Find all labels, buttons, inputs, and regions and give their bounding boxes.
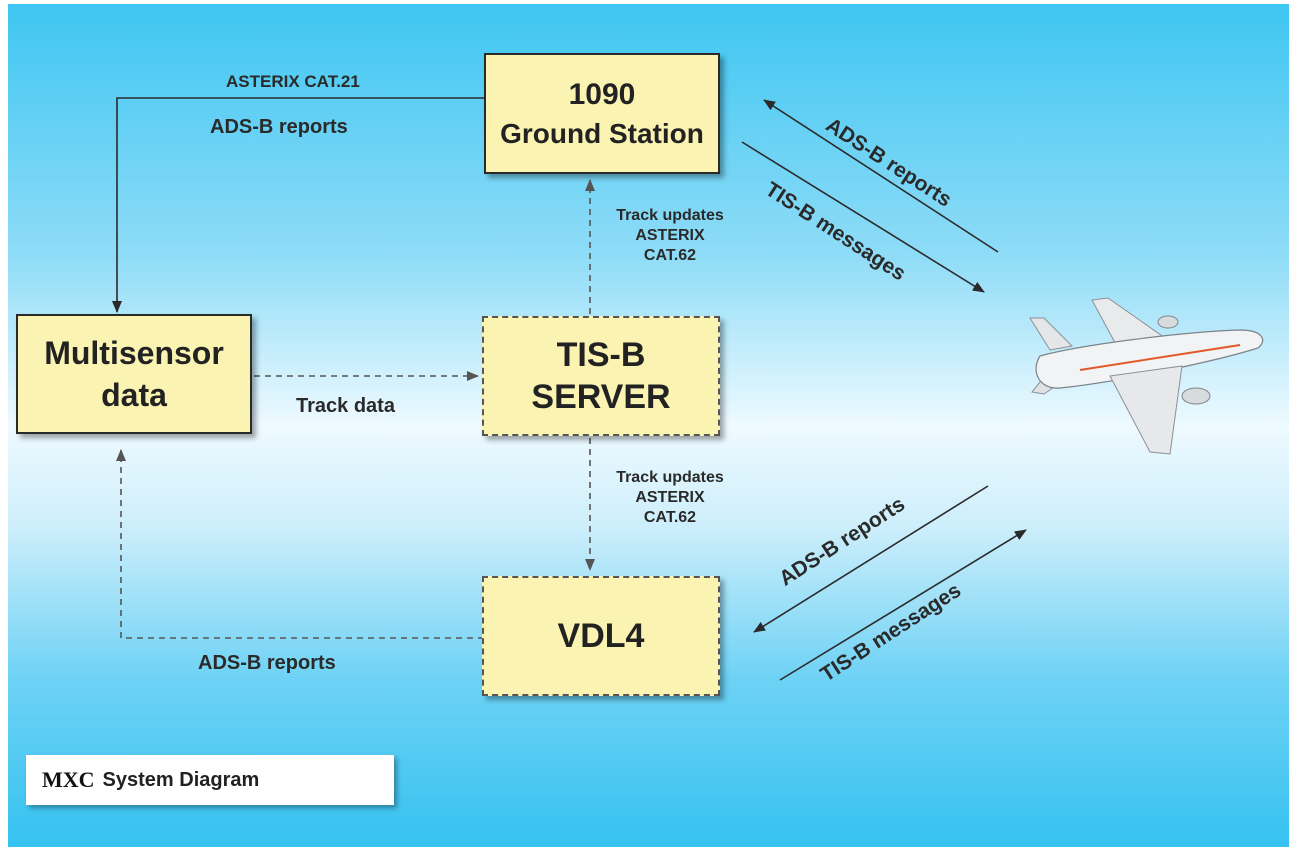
track-data-label: Track data xyxy=(296,395,395,417)
lower-tisb-link xyxy=(779,529,1027,681)
multisensor-line1: Multisensor xyxy=(44,335,224,371)
track-updates-bottom-line1: Track updates xyxy=(616,469,724,486)
cat21-connector xyxy=(112,97,484,313)
track-updates-bottom-line3: CAT.62 xyxy=(643,509,697,526)
upper-tisb-link xyxy=(741,141,985,293)
vdl4-box: VDL4 xyxy=(482,576,720,696)
vdl4-to-multisensor-connector xyxy=(116,449,484,639)
track-updates-top-line1: Track updates xyxy=(616,207,724,224)
ground-station-line2: Ground Station xyxy=(500,117,704,149)
tisb-server-line1: TIS-B xyxy=(556,336,646,374)
lower-adsb-link xyxy=(753,485,989,633)
track-updates-top-label: Track updates ASTERIX CAT.62 xyxy=(608,206,732,266)
aircraft-illustration xyxy=(1029,297,1264,455)
track-updates-bottom-label: Track updates ASTERIX CAT.62 xyxy=(608,468,732,528)
track-updates-top-line3: CAT.62 xyxy=(643,247,697,264)
adsb-reports-bottom-label: ADS-B reports xyxy=(198,652,336,674)
track-updates-bottom-line2: ASTERIX xyxy=(635,489,705,506)
ground-station-line1: 1090 xyxy=(568,77,636,111)
asterix-cat21-label: ASTERIX CAT.21 xyxy=(226,72,360,91)
mxc-logo: MXC xyxy=(42,767,95,792)
adsb-reports-top-label: ADS-B reports xyxy=(210,116,348,138)
ground-station-box: 1090 Ground Station xyxy=(484,53,720,174)
tisb-server-box: TIS-B SERVER xyxy=(482,316,720,436)
track-updates-top-line2: ASTERIX xyxy=(635,227,705,244)
upper-adsb-link xyxy=(763,99,999,253)
vdl4-label: VDL4 xyxy=(557,617,645,655)
multisensor-line2: data xyxy=(101,377,167,413)
tisb-server-line2: SERVER xyxy=(531,378,671,416)
legend-title: System Diagram xyxy=(102,768,260,791)
legend-box: MXC System Diagram xyxy=(26,755,394,805)
multisensor-box: Multisensor data xyxy=(16,314,252,434)
